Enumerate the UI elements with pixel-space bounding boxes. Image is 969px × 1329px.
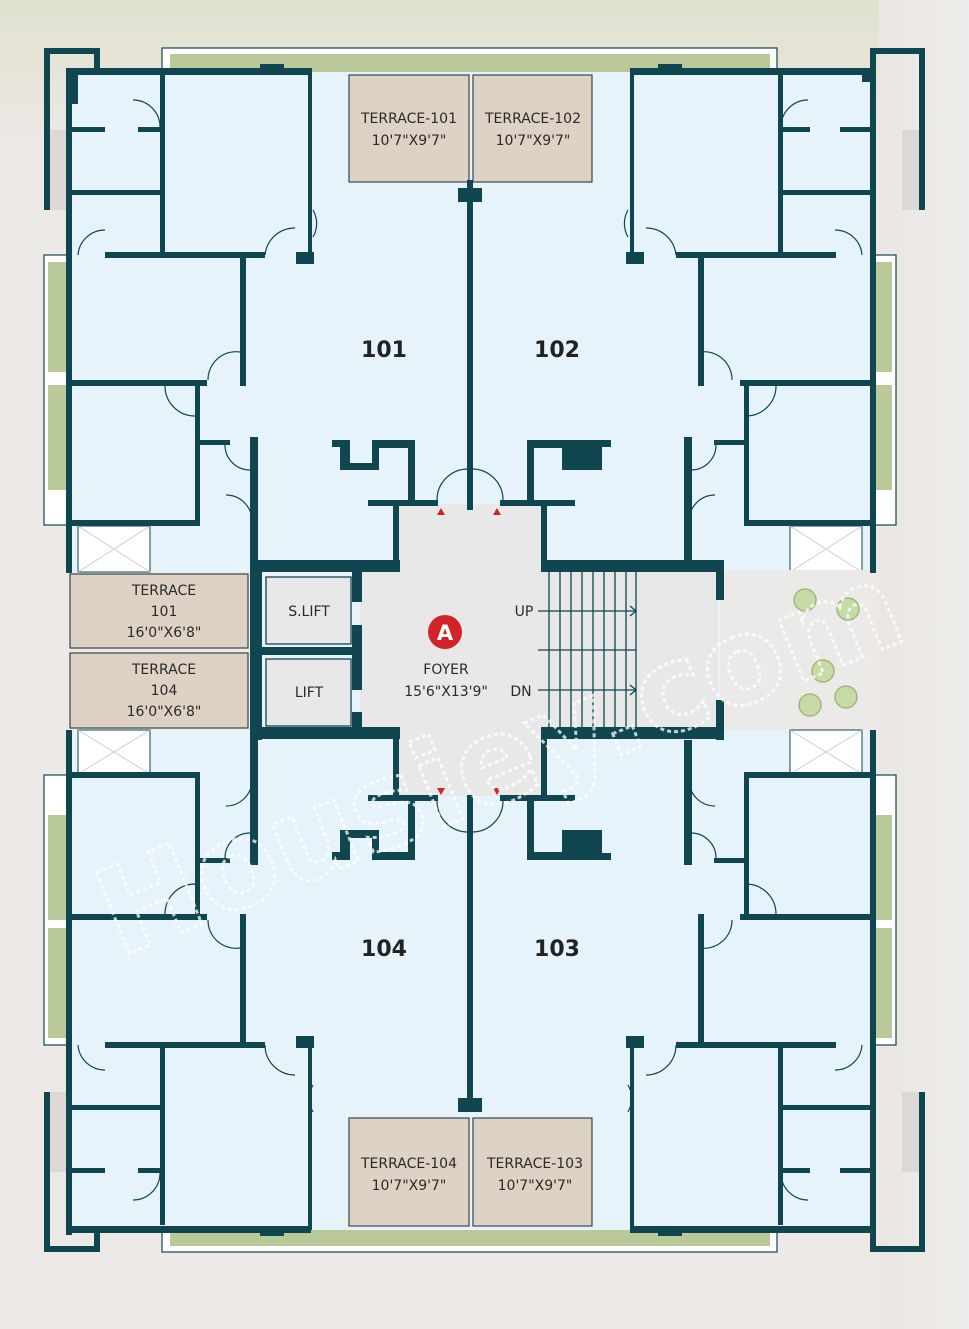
shafts bbox=[77, 525, 863, 775]
doors bbox=[77, 99, 863, 1201]
walls bbox=[66, 64, 876, 1236]
stair-down-label: DN bbox=[510, 684, 531, 700]
terrace-102-top-size: 10'7"X9'7" bbox=[496, 133, 571, 149]
service-lift-label: S.LIFT bbox=[288, 604, 330, 620]
terrace-104-bottom: TERRACE-104 10'7"X9'7" bbox=[348, 1117, 470, 1227]
terrace-103-bottom-size: 10'7"X9'7" bbox=[498, 1178, 573, 1194]
terrace-103-bottom-name: TERRACE-103 bbox=[486, 1156, 583, 1172]
arrow-up-icon bbox=[437, 508, 445, 515]
terrace-101-top-name: TERRACE-101 bbox=[360, 111, 457, 127]
planters bbox=[793, 588, 860, 717]
stair-up-label: UP bbox=[515, 604, 534, 620]
terrace-102-top: TERRACE-102 10'7"X9'7" bbox=[472, 74, 593, 183]
corner-frames bbox=[44, 48, 925, 1252]
foyer-marker-icon bbox=[428, 615, 462, 649]
svg-text:101: 101 bbox=[151, 604, 178, 620]
svg-text:104: 104 bbox=[151, 683, 178, 699]
staircase bbox=[538, 572, 638, 728]
unit-101-label: 101 bbox=[361, 338, 407, 363]
svg-text:TERRACE: TERRACE bbox=[131, 662, 196, 678]
unit-102-label: 102 bbox=[534, 338, 580, 363]
terrace-103-bottom: TERRACE-103 10'7"X9'7" bbox=[472, 1117, 593, 1227]
terrace-101-top: TERRACE-101 10'7"X9'7" bbox=[348, 74, 470, 183]
arrow-down-icon bbox=[437, 788, 445, 795]
unit-104-label: 104 bbox=[361, 937, 407, 962]
foyer-size: 15'6"X13'9" bbox=[404, 684, 488, 700]
svg-text:16'0"X6'8": 16'0"X6'8" bbox=[127, 704, 202, 720]
arrow-down-icon bbox=[493, 788, 501, 795]
side-balconies bbox=[43, 254, 897, 1046]
terrace-101-top-size: 10'7"X9'7" bbox=[372, 133, 447, 149]
unit-103-label: 103 bbox=[534, 937, 580, 962]
terrace-104-bottom-size: 10'7"X9'7" bbox=[372, 1178, 447, 1194]
lift-label: LIFT bbox=[295, 685, 324, 701]
svg-text:16'0"X6'8": 16'0"X6'8" bbox=[127, 625, 202, 641]
terrace-104-side: TERRACE 104 16'0"X6'8" bbox=[69, 652, 249, 729]
core: S.LIFT LIFT UP DN A FOYER 15'6"X13'9" bbox=[265, 504, 870, 796]
svg-text:TERRACE: TERRACE bbox=[131, 583, 196, 599]
terrace-102-top-name: TERRACE-102 bbox=[484, 111, 581, 127]
foyer-marker-letter: A bbox=[437, 621, 454, 645]
terrace-104-bottom-name: TERRACE-104 bbox=[360, 1156, 457, 1172]
foyer-name: FOYER bbox=[423, 662, 469, 678]
arrow-up-icon bbox=[493, 508, 501, 515]
terrace-101-side: TERRACE 101 16'0"X6'8" bbox=[69, 573, 249, 649]
